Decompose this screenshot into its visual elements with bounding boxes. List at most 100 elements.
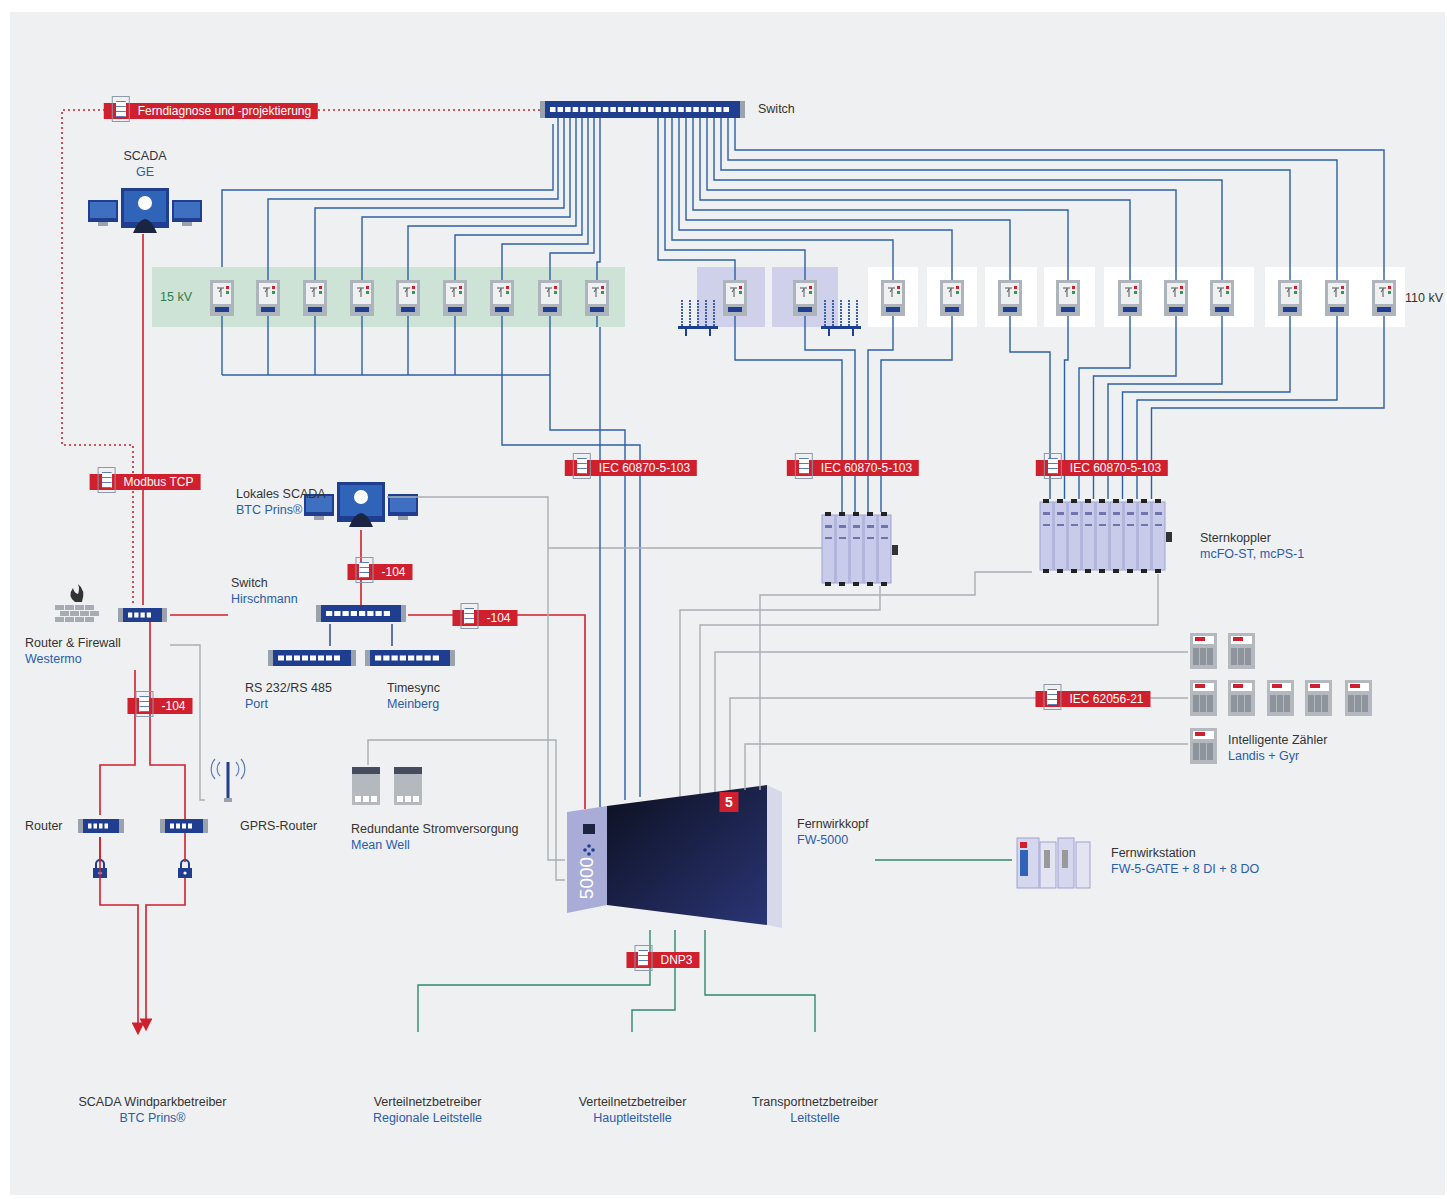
protection-relay-icon <box>585 280 609 316</box>
drawing-part <box>1372 280 1396 316</box>
drawing-part <box>1085 524 1092 526</box>
drawing-part <box>739 291 742 294</box>
drawing-part <box>1138 502 1151 570</box>
drawing-part <box>1155 569 1161 573</box>
wire <box>805 316 855 512</box>
device-detail: BTC Prins® <box>40 1110 265 1126</box>
drawing-part <box>384 611 390 616</box>
drawing-part <box>188 824 192 829</box>
drawing-part <box>90 611 99 616</box>
drawing-part <box>1217 288 1224 297</box>
drawing-part <box>350 280 374 316</box>
device-detail: Leitstelle <box>730 1110 900 1126</box>
drawing-part <box>392 656 398 661</box>
device-name: Router <box>25 818 128 834</box>
drawing-part <box>354 490 368 504</box>
drawing-part <box>1350 684 1360 688</box>
protection-relay-icon <box>998 280 1022 316</box>
device-node: Intelligente ZählerLandis + Gyr <box>1188 726 1338 768</box>
drawing-part <box>1134 286 1137 289</box>
drawing-part <box>538 280 562 316</box>
drawing-part <box>1141 499 1147 503</box>
drawing-part <box>134 613 138 618</box>
transformer-symbol <box>678 300 718 336</box>
wire <box>597 118 600 280</box>
drawing-part <box>398 516 408 520</box>
drawing-part <box>182 824 186 829</box>
drawing-part <box>709 329 711 336</box>
drawing-part <box>848 300 850 326</box>
drawing-part <box>1195 637 1205 641</box>
node-fills <box>152 267 625 327</box>
wire <box>715 652 1188 795</box>
wire <box>221 316 222 375</box>
wire <box>714 118 1222 280</box>
drawing-part <box>1113 512 1120 515</box>
drawing-part <box>1085 569 1091 573</box>
drawing-part <box>83 819 119 833</box>
drawing-part <box>123 608 162 622</box>
drawing-part <box>850 515 863 583</box>
drawing-part <box>1054 502 1067 570</box>
drawing-part <box>836 515 849 583</box>
wire <box>548 547 822 548</box>
device-node: Switch <box>540 96 810 124</box>
drawing-part <box>945 307 959 312</box>
drawing-part <box>825 525 832 528</box>
drawing-part <box>211 759 245 779</box>
drawing-part <box>70 584 83 602</box>
drawing-part <box>272 286 275 289</box>
drawing-part <box>888 288 895 297</box>
drawing-part <box>310 288 317 297</box>
drawing-part <box>867 537 874 539</box>
drawing-part <box>85 605 94 610</box>
drawing-part <box>884 283 902 304</box>
drawing-part <box>1118 280 1142 316</box>
wire <box>454 316 455 375</box>
drawing-part <box>278 656 284 661</box>
drawing-part <box>881 537 888 539</box>
bay-field <box>1044 267 1095 327</box>
drawing-part <box>217 288 224 297</box>
drawing-part <box>1388 291 1391 294</box>
drawing-part <box>641 107 647 112</box>
power-supply-icon <box>352 767 380 805</box>
wire <box>502 118 588 280</box>
drawing-part <box>1277 695 1283 712</box>
wire <box>146 878 185 1028</box>
drawing-part <box>1200 695 1206 712</box>
drawing-part <box>1231 683 1252 691</box>
protocol-tag: IEC 60870-5-103 <box>787 460 919 476</box>
drawing-part <box>401 307 415 312</box>
drawing-part <box>1113 569 1119 573</box>
drawing-part <box>65 605 74 610</box>
drawing-part <box>506 291 509 294</box>
drawing-part <box>1195 732 1205 736</box>
drawing-part <box>587 844 591 848</box>
drawing-part <box>867 512 873 516</box>
drawing-part <box>1124 502 1137 570</box>
connector <box>745 744 1188 790</box>
drawing-part <box>1228 633 1255 669</box>
connector <box>222 124 553 267</box>
drawing-part <box>1082 502 1095 570</box>
drawing-part <box>1180 286 1183 289</box>
drawing-part <box>723 280 747 316</box>
protection-relay-icon <box>538 280 562 316</box>
drawing-part <box>839 525 846 528</box>
wire <box>672 118 893 280</box>
drawing-part <box>1134 291 1137 294</box>
drawing-part <box>1233 684 1243 688</box>
device-name: GPRS-Router <box>240 818 324 834</box>
drawing-part <box>399 283 417 304</box>
drawing-part <box>259 283 277 304</box>
wire <box>550 118 594 280</box>
protection-relay-icon <box>303 280 327 316</box>
drawing-part <box>1166 532 1172 542</box>
device-detail: mcFO-ST, mcPS-1 <box>1200 546 1322 562</box>
drawing-part <box>371 796 377 802</box>
drawing-part <box>182 222 192 226</box>
wire <box>665 118 805 280</box>
drawing-part <box>633 107 639 112</box>
drawing-part <box>940 280 964 316</box>
